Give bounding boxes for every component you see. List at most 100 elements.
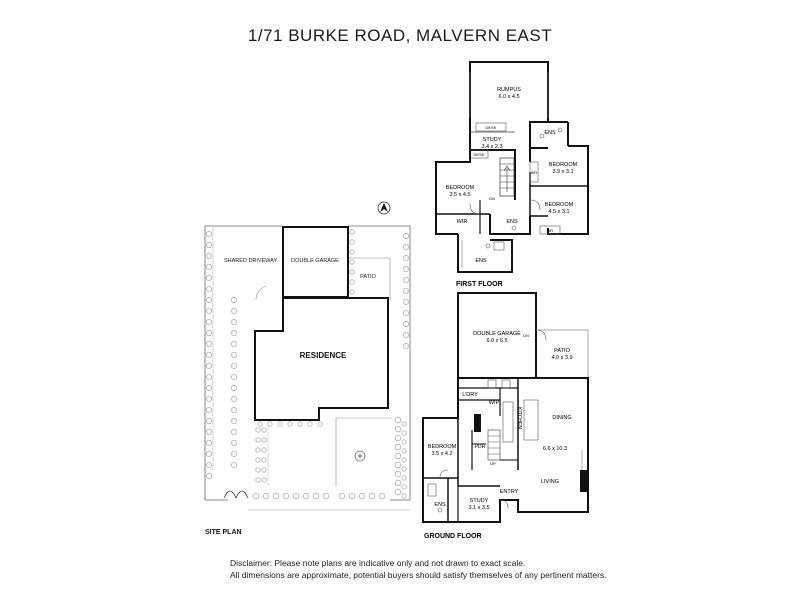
tree-icon bbox=[402, 232, 410, 240]
tree-icon bbox=[230, 351, 238, 359]
north-arrow-icon bbox=[377, 201, 391, 215]
tree-icon bbox=[205, 230, 213, 238]
ff-bir-2: BIR bbox=[547, 229, 554, 233]
tree-icon bbox=[348, 492, 356, 500]
gf-bedroom-name: BEDROOM bbox=[428, 444, 457, 450]
ff-dn: DN bbox=[489, 196, 495, 201]
tree-icon bbox=[402, 320, 410, 328]
ff-ens-bottom: ENS bbox=[475, 258, 487, 264]
tree-icon bbox=[394, 416, 402, 424]
tree-icon bbox=[402, 309, 410, 317]
tree-icon bbox=[401, 475, 407, 481]
site-label-shared-driveway: SHARED DRIVEWAY bbox=[224, 258, 278, 264]
gf-dn: DN bbox=[523, 333, 529, 338]
garden-feature-icon bbox=[354, 450, 366, 462]
tree-icon bbox=[402, 287, 410, 295]
tree-icon bbox=[255, 457, 261, 463]
ff-desk-top: DESK bbox=[486, 125, 497, 130]
tree-icon bbox=[230, 362, 238, 370]
tree-icon bbox=[230, 450, 238, 458]
ff-bedroom-left-dims: 3.5 x 4.5 bbox=[449, 192, 470, 198]
tree-icon bbox=[205, 340, 213, 348]
first-floor-plan: RUMPUS 6.0 x 4.5 DESK STUDY 3.4 x 2.3 DE… bbox=[435, 61, 589, 288]
tree-icon bbox=[401, 457, 407, 463]
ff-wir: WIR bbox=[457, 219, 468, 225]
tree-icon bbox=[205, 362, 213, 370]
tree-icon bbox=[402, 298, 410, 306]
tree-icon bbox=[205, 461, 213, 469]
tree-icon bbox=[205, 373, 213, 381]
site-residence bbox=[254, 297, 389, 421]
tree-icon bbox=[205, 252, 213, 260]
tree-icon bbox=[262, 492, 270, 500]
tree-icon bbox=[230, 329, 238, 337]
gf-up: UP bbox=[490, 461, 496, 466]
gf-garage-dims: 6.0 x 6.5 bbox=[486, 338, 507, 344]
tree-icon bbox=[230, 340, 238, 348]
gf-kitchen: KITCHEN bbox=[516, 407, 522, 429]
tree-icon bbox=[205, 384, 213, 392]
tree-icon bbox=[205, 307, 213, 315]
disclaimer-line-1: Disclaimer: Please note plans are indica… bbox=[230, 558, 526, 568]
gf-dining: DINING bbox=[552, 415, 571, 421]
tree-icon bbox=[205, 318, 213, 326]
tree-icon bbox=[322, 492, 330, 500]
tree-icon bbox=[261, 467, 267, 473]
site-plan-label: SITE PLAN bbox=[205, 529, 242, 536]
ff-bedroom-mid-dims: 3.9 x 3.1 bbox=[552, 169, 573, 175]
tree-icon bbox=[255, 447, 261, 453]
gf-wip: WIP bbox=[489, 400, 500, 406]
first-floor-label: FIRST FLOOR bbox=[456, 281, 503, 288]
tree-icon bbox=[394, 470, 402, 478]
gf-ldry: L'DRY bbox=[462, 392, 478, 398]
ground-floor-label: GROUND FLOOR bbox=[424, 533, 482, 540]
ff-desk-left: DESK bbox=[474, 152, 485, 157]
ff-bedroom-right-dims: 4.5 x 3.1 bbox=[548, 209, 569, 215]
tree-icon bbox=[402, 243, 410, 251]
tree-icon bbox=[394, 425, 402, 433]
tree-icon bbox=[358, 492, 366, 500]
tree-icon bbox=[205, 472, 213, 480]
tree-icon bbox=[402, 276, 410, 284]
tree-icon bbox=[230, 461, 238, 469]
tree-icon bbox=[317, 421, 323, 427]
tree-icon bbox=[205, 450, 213, 458]
tree-icon bbox=[261, 437, 267, 443]
page-title: 1/71 BURKE ROAD, MALVERN EAST bbox=[247, 26, 553, 45]
site-trees bbox=[205, 229, 410, 500]
tree-icon bbox=[402, 331, 410, 339]
ground-floor-plan: DOUBLE GARAGE 6.0 x 6.5 PATIO 4.0 x 3.9 … bbox=[422, 292, 589, 540]
ff-bedroom-mid-name: BEDROOM bbox=[549, 162, 578, 168]
tree-icon bbox=[307, 421, 313, 427]
site-label-residence: RESIDENCE bbox=[300, 351, 347, 360]
tree-icon bbox=[255, 427, 261, 433]
gf-entry: ENTRY bbox=[500, 489, 519, 495]
gf-bedroom-dims: 3.5 x 4.2 bbox=[431, 451, 452, 457]
gf-ens: ENS bbox=[434, 502, 446, 508]
site-double-garage bbox=[282, 226, 349, 298]
tree-icon bbox=[401, 448, 407, 454]
tree-icon bbox=[205, 241, 213, 249]
gf-stairs bbox=[487, 429, 501, 461]
gf-patio-dims: 4.0 x 3.9 bbox=[551, 355, 572, 361]
tree-icon bbox=[394, 488, 402, 496]
tree-icon bbox=[205, 406, 213, 414]
tree-icon bbox=[312, 492, 320, 500]
tree-icon bbox=[205, 296, 213, 304]
tree-icon bbox=[297, 421, 303, 427]
tree-icon bbox=[349, 239, 355, 245]
tree-icon bbox=[257, 421, 263, 427]
tree-icon bbox=[349, 289, 355, 295]
tree-icon bbox=[230, 318, 238, 326]
gf-pdr: PDR bbox=[475, 444, 486, 450]
tree-icon bbox=[230, 417, 238, 425]
ff-bedroom-right-name: BEDROOM bbox=[545, 202, 574, 208]
tree-icon bbox=[368, 492, 376, 500]
tree-icon bbox=[394, 479, 402, 487]
ff-ens-top: ENS bbox=[544, 130, 556, 136]
tree-icon bbox=[230, 406, 238, 414]
tree-icon bbox=[402, 342, 410, 350]
tree-icon bbox=[205, 428, 213, 436]
site-boundary-right bbox=[348, 225, 411, 501]
